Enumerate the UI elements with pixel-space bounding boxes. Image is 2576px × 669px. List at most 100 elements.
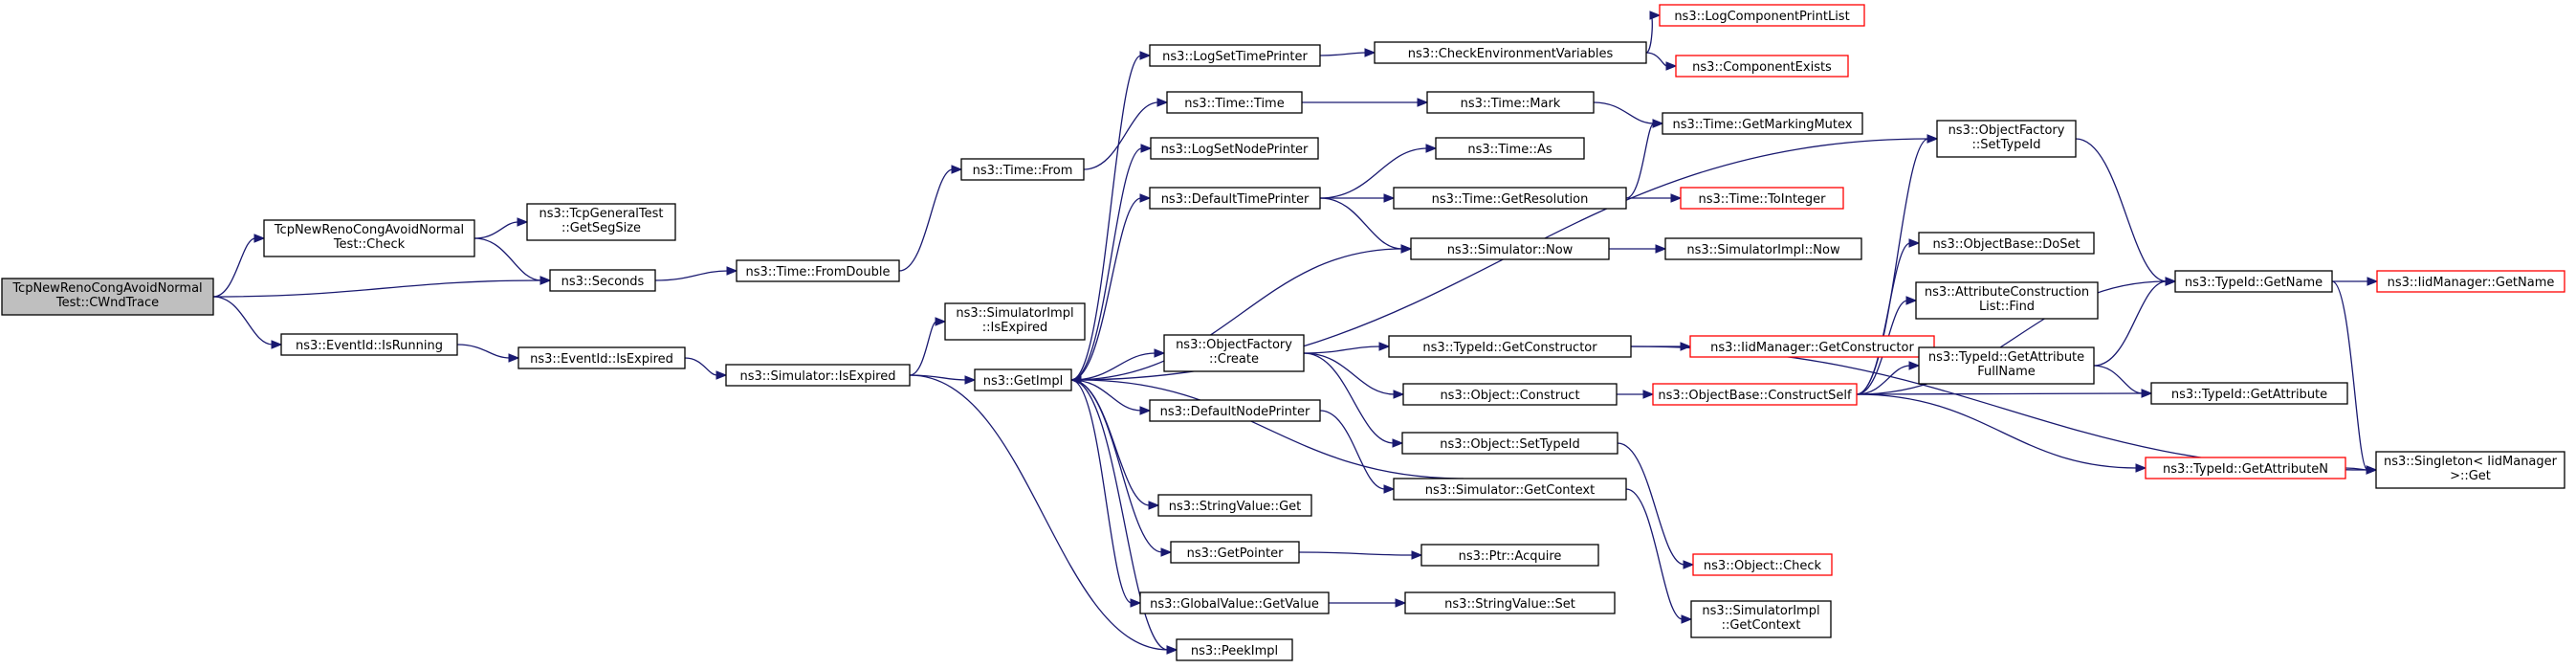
- call-edge-root-to-seconds: [212, 276, 552, 298]
- node-label: ns3::SimulatorImpl: [956, 306, 1073, 321]
- node-isrunning[interactable]: ns3::EventId::IsRunning: [280, 333, 458, 356]
- node-label: ns3::Time::From: [973, 164, 1073, 178]
- node-objfactory-create[interactable]: ns3::ObjectFactory::Create: [1163, 334, 1305, 372]
- node-simimpl-getcontext[interactable]: ns3::SimulatorImpl::GetContext: [1690, 600, 1832, 638]
- node-componentexists[interactable]: ns3::ComponentExists: [1675, 55, 1849, 78]
- call-edge-typeid_getattributefullname-to-typeid_getname: [2093, 277, 2177, 367]
- node-label: ns3::TypeId::GetAttribute: [1928, 350, 2084, 365]
- call-edge-timetime-to-timemark: [1302, 98, 1429, 107]
- node-label: ns3::EventId::IsExpired: [530, 352, 673, 367]
- call-edge-fromdouble-to-time_from: [898, 165, 963, 272]
- node-object-construct[interactable]: ns3::Object::Construct: [1402, 383, 1618, 406]
- call-edge-typeid_getattributefullname-to-typeid_getattribute: [2093, 365, 2153, 398]
- call-edge-check-to-getsegsize: [473, 217, 529, 239]
- node-fromdouble[interactable]: ns3::Time::FromDouble: [736, 259, 900, 282]
- node-logsettimeprinter[interactable]: ns3::LogSetTimePrinter: [1149, 44, 1321, 67]
- node-typeid-getattributen[interactable]: ns3::TypeId::GetAttributeN: [2145, 457, 2346, 479]
- node-getpointer[interactable]: ns3::GetPointer: [1170, 541, 1300, 564]
- call-edge-getpointer-to-ptr_acquire: [1298, 550, 1423, 560]
- node-singleton-get[interactable]: ns3::Singleton< IidManager>::Get: [2375, 451, 2565, 489]
- node-logcomponentprintlist[interactable]: ns3::LogComponentPrintList: [1659, 4, 1865, 27]
- call-edge-root-to-isrunning: [212, 296, 283, 349]
- node-label: ns3::Time::GetMarkingMutex: [1673, 118, 1853, 132]
- node-typeid-getconstructor[interactable]: ns3::TypeId::GetConstructor: [1388, 335, 1632, 358]
- node-label: ns3::Simulator::Now: [1447, 243, 1574, 257]
- node-simimpl-isexpired[interactable]: ns3::SimulatorImpl::IsExpired: [944, 302, 1086, 341]
- node-stringvalue-get[interactable]: ns3::StringValue::Get: [1157, 494, 1312, 517]
- node-label: ns3::StringValue::Get: [1169, 500, 1301, 514]
- node-sim-getcontext[interactable]: ns3::Simulator::GetContext: [1393, 478, 1627, 501]
- call-edge-typeid_getname-to-iid_getname: [2331, 277, 2379, 286]
- node-defaultnodeprinter[interactable]: ns3::DefaultNodePrinter: [1149, 399, 1321, 422]
- node-objfactory-settypeid[interactable]: ns3::ObjectFactory::SetTypeId: [1936, 120, 2077, 158]
- node-object-check[interactable]: ns3::Object::Check: [1692, 553, 1833, 576]
- node-getmarkingmutex[interactable]: ns3::Time::GetMarkingMutex: [1662, 112, 1863, 135]
- call-edge-defaulttimeprinter-to-timeas: [1319, 144, 1438, 199]
- node-label: ns3::TypeId::GetAttributeN: [2163, 462, 2328, 477]
- node-label: ns3::Time::GetResolution: [1432, 192, 1589, 207]
- node-typeid-getattribute[interactable]: ns3::TypeId::GetAttribute: [2150, 382, 2348, 405]
- call-edge-getimpl-to-logsetnodeprinter: [1070, 144, 1153, 381]
- node-label: ns3::StringValue::Set: [1444, 597, 1575, 612]
- node-defaulttimeprinter[interactable]: ns3::DefaultTimePrinter: [1149, 187, 1321, 210]
- node-getresolution[interactable]: ns3::Time::GetResolution: [1393, 187, 1627, 210]
- call-edge-getresolution-to-getmarkingmutex: [1625, 119, 1664, 199]
- node-label: ns3::GetPointer: [1187, 546, 1284, 561]
- node-label: ns3::ObjectFactory: [1176, 338, 1292, 352]
- node-label: ns3::LogSetNodePrinter: [1161, 143, 1309, 157]
- node-tointeger[interactable]: ns3::Time::ToInteger: [1680, 187, 1844, 210]
- node-timemark[interactable]: ns3::Time::Mark: [1426, 91, 1595, 114]
- node-timetime[interactable]: ns3::Time::Time: [1166, 91, 1303, 114]
- node-time-from[interactable]: ns3::Time::From: [960, 158, 1085, 181]
- node-label: ns3::TcpGeneralTest: [539, 207, 663, 221]
- node-label: ns3::ComponentExists: [1692, 60, 1832, 75]
- node-sim-isexpired[interactable]: ns3::Simulator::IsExpired: [725, 364, 911, 387]
- node-eid-isexpired[interactable]: ns3::EventId::IsExpired: [517, 346, 686, 369]
- node-checkenv[interactable]: ns3::CheckEnvironmentVariables: [1374, 41, 1647, 64]
- node-getimpl[interactable]: ns3::GetImpl: [974, 368, 1072, 391]
- node-stringvalue-set[interactable]: ns3::StringValue::Set: [1404, 591, 1616, 614]
- call-edge-getimpl-to-logsettimeprinter: [1070, 51, 1152, 381]
- node-label: Test::CWndTrace: [55, 296, 159, 310]
- node-globalvalue-getvalue[interactable]: ns3::GlobalValue::GetValue: [1139, 591, 1330, 614]
- node-typeid-getname[interactable]: ns3::TypeId::GetName: [2174, 270, 2333, 293]
- node-simimpl-now[interactable]: ns3::SimulatorImpl::Now: [1664, 237, 1862, 260]
- node-peekimpl[interactable]: ns3::PeekImpl: [1176, 638, 1293, 661]
- node-label: ns3::Simulator::IsExpired: [739, 369, 895, 384]
- call-edge-getimpl-to-defaulttimeprinter: [1070, 193, 1152, 381]
- call-edge-sim_getcontext-to-getimpl: [1069, 375, 1464, 479]
- call-edge-getimpl-to-getpointer: [1070, 379, 1173, 557]
- call-edge-objfactory_create-to-typeid_getconstructor: [1303, 342, 1391, 354]
- node-label: ns3::Seconds: [561, 275, 645, 289]
- node-label: ns3::GetImpl: [983, 374, 1064, 389]
- node-logsetnodeprinter[interactable]: ns3::LogSetNodePrinter: [1150, 137, 1319, 160]
- node-seconds[interactable]: ns3::Seconds: [549, 269, 656, 292]
- call-edge-defaulttimeprinter-to-getresolution: [1319, 193, 1396, 203]
- node-label: ns3::Simulator::GetContext: [1425, 483, 1595, 498]
- call-edge-object_settypeid-to-object_check: [1617, 442, 1695, 569]
- node-iid-getname[interactable]: ns3::IidManager::GetName: [2376, 270, 2565, 293]
- call-edge-sim_isexpired-to-peekimpl: [909, 374, 1178, 655]
- node-label: ns3::Time::Mark: [1461, 97, 1561, 111]
- node-label: ns3::Time::Time: [1184, 97, 1284, 111]
- call-edge-sim_now-to-simimpl_now: [1609, 244, 1667, 254]
- node-ptr-acquire[interactable]: ns3::Ptr::Acquire: [1420, 544, 1599, 567]
- node-constructself[interactable]: ns3::ObjectBase::ConstructSelf: [1652, 383, 1858, 406]
- node-sim-now[interactable]: ns3::Simulator::Now: [1410, 237, 1610, 260]
- node-label: ::GetContext: [1722, 618, 1801, 633]
- node-getsegsize[interactable]: ns3::TcpGeneralTest::GetSegSize: [526, 203, 676, 241]
- node-objectbase-doset[interactable]: ns3::ObjectBase::DoSet: [1918, 232, 2095, 255]
- node-iid-getconstructor[interactable]: ns3::IidManager::GetConstructor: [1689, 335, 1935, 358]
- node-object-settypeid[interactable]: ns3::Object::SetTypeId: [1401, 432, 1618, 455]
- node-label: ::IsExpired: [982, 321, 1047, 335]
- node-timeas[interactable]: ns3::Time::As: [1435, 137, 1585, 160]
- call-edge-object_construct-to-constructself: [1617, 390, 1655, 399]
- call-edge-isrunning-to-eid_isexpired: [456, 344, 520, 363]
- call-edge-objfactory_create-to-object_construct: [1303, 352, 1405, 399]
- call-edge-checkenv-to-logcomponentprintlist: [1645, 11, 1662, 54]
